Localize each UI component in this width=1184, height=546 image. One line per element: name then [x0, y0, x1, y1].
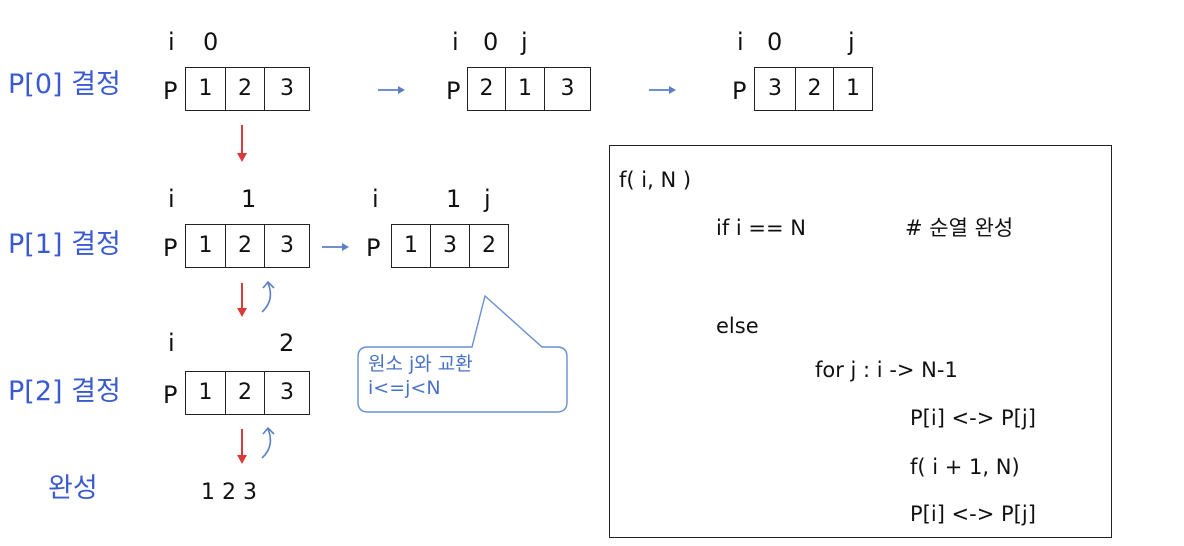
step-label-complete: 완성 — [48, 473, 98, 504]
index-label-i: i — [452, 28, 459, 56]
array-cell: 2 — [225, 372, 264, 414]
index-label-i: i — [168, 329, 175, 357]
array-cell: 1 — [198, 380, 213, 405]
array-state: 1 2 3 — [185, 224, 310, 268]
array-cell: 1 — [198, 233, 213, 258]
array-cell: 2 — [795, 68, 833, 110]
index-label-i: i — [372, 185, 379, 213]
array-state: 1 3 2 — [391, 224, 509, 268]
code-line-swap1: P[i] <-> P[j] — [910, 406, 1036, 430]
index-label-i: i — [168, 28, 175, 56]
array-cell: 2 — [479, 76, 494, 101]
index-label-value: 0 — [767, 28, 783, 56]
return-arrow-icon — [261, 280, 275, 313]
result-text: 1 2 3 — [201, 480, 257, 505]
index-label-value: 1 — [446, 185, 462, 213]
array-cell: 3 — [544, 68, 590, 110]
array-state: 1 2 3 — [185, 67, 310, 111]
right-arrow-icon — [649, 86, 676, 94]
down-arrow-icon — [237, 283, 247, 317]
array-cell: 3 — [768, 76, 782, 101]
step-label-p0: P[0] 결정 — [8, 69, 121, 100]
array-name: P — [732, 77, 747, 105]
step-label-p1: P[1] 결정 — [8, 229, 121, 260]
array-name: P — [163, 77, 178, 105]
array-name: P — [163, 381, 178, 409]
array-cell: 1 — [404, 233, 418, 258]
array-cell: 2 — [225, 68, 264, 110]
index-label-j: j — [521, 28, 528, 56]
code-line-recurse: f( i + 1, N) — [910, 455, 1020, 479]
code-line-header: f( i, N ) — [619, 168, 692, 192]
step-label-p2: P[2] 결정 — [8, 376, 121, 407]
array-cell: 1 — [505, 68, 544, 110]
pseudocode-box — [609, 145, 1112, 538]
array-name: P — [163, 234, 178, 262]
down-arrow-icon — [237, 429, 247, 464]
right-arrow-icon — [378, 86, 405, 94]
code-line-if: if i == N — [716, 216, 806, 240]
array-cell: 2 — [469, 225, 508, 267]
index-label-value: 0 — [203, 28, 219, 56]
callout-text-swap: 원소 j와 교환 — [368, 353, 473, 375]
callout-bubble — [357, 294, 568, 413]
array-cell: 3 — [264, 68, 309, 110]
index-label-j: j — [484, 185, 491, 213]
array-cell: 1 — [198, 76, 213, 101]
index-label-i: i — [737, 28, 744, 56]
array-name: P — [366, 234, 381, 262]
array-cell: 3 — [430, 225, 469, 267]
return-arrow-icon — [261, 426, 275, 459]
right-arrow-icon — [322, 243, 349, 251]
index-label-value: 2 — [279, 329, 295, 357]
array-cell: 2 — [225, 225, 264, 267]
index-label-value: 0 — [483, 28, 499, 56]
array-cell: 3 — [264, 372, 309, 414]
array-state: 1 2 3 — [185, 371, 310, 415]
array-cell: 1 — [833, 68, 872, 110]
code-line-swap2: P[i] <-> P[j] — [910, 502, 1036, 526]
code-comment: # 순열 완성 — [905, 216, 1014, 240]
callout-text-range: i<=j<N — [368, 377, 441, 399]
index-label-i: i — [168, 185, 175, 213]
array-state: 2 1 3 — [467, 67, 591, 111]
code-line-for: for j : i -> N-1 — [815, 358, 958, 382]
code-line-else: else — [716, 314, 759, 338]
array-name: P — [446, 77, 461, 105]
array-cell: 3 — [264, 225, 309, 267]
index-label-j: j — [848, 28, 855, 56]
down-arrow-icon — [237, 125, 247, 162]
array-state: 3 2 1 — [754, 67, 873, 111]
index-label-value: 1 — [241, 185, 257, 213]
